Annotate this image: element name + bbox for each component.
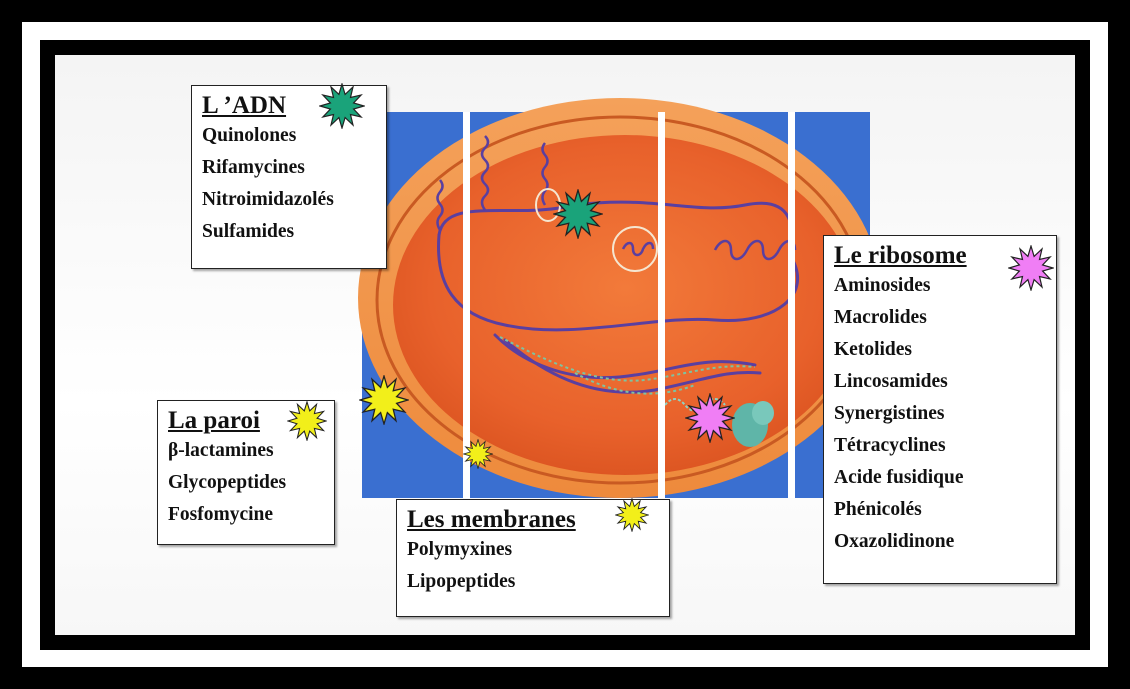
target-title-adn: L ’ADN — [202, 92, 286, 120]
drug-class-item: Lincosamides — [834, 366, 1046, 398]
divider-bar — [788, 112, 795, 498]
starburst-shape — [686, 394, 734, 442]
drug-class-item: Sulfamides — [202, 216, 376, 248]
drug-class-item: Ketolides — [834, 334, 1046, 366]
starburst-icon-ribosome — [1008, 245, 1054, 291]
starburst-icon-membranes — [615, 498, 649, 532]
starburst-icon-paroi-target — [359, 375, 409, 425]
starburst-shape — [1009, 246, 1053, 290]
drug-class-item: Lipopeptides — [407, 566, 659, 598]
drug-class-item: Phénicolés — [834, 494, 1046, 526]
drug-class-item: Acide fusidique — [834, 462, 1046, 494]
drug-class-item: Polymyxines — [407, 534, 659, 566]
drug-class-item: Fosfomycine — [168, 499, 324, 531]
target-title-membranes: Les membranes — [407, 506, 576, 534]
starburst-icon-paroi — [287, 401, 327, 441]
target-title-paroi: La paroi — [168, 407, 260, 435]
starburst-shape — [288, 402, 326, 440]
starburst-icon-adn — [319, 83, 365, 129]
ribosome-subunit — [752, 401, 774, 425]
starburst-shape — [616, 499, 649, 532]
drug-class-item: Nitroimidazolés — [202, 184, 376, 216]
starburst-shape — [320, 84, 364, 128]
starburst-icon-membranes-target — [463, 439, 493, 469]
starburst-shape — [464, 440, 493, 469]
drug-class-item: Rifamycines — [202, 152, 376, 184]
drug-class-item: Glycopeptides — [168, 467, 324, 499]
starburst-icon-ribosome-target — [685, 393, 735, 443]
divider-bar — [658, 112, 665, 498]
drug-class-item: Oxazolidinone — [834, 526, 1046, 558]
drug-class-item: Macrolides — [834, 302, 1046, 334]
target-title-ribosome: Le ribosome — [834, 242, 967, 270]
starburst-shape — [554, 190, 602, 238]
drug-class-item: Synergistines — [834, 398, 1046, 430]
diagram-canvas: L ’ADN Quinolones Rifamycines Nitroimida… — [55, 55, 1075, 635]
starburst-icon-adn-target — [553, 189, 603, 239]
starburst-shape — [360, 376, 408, 424]
drug-class-item: Tétracyclines — [834, 430, 1046, 462]
